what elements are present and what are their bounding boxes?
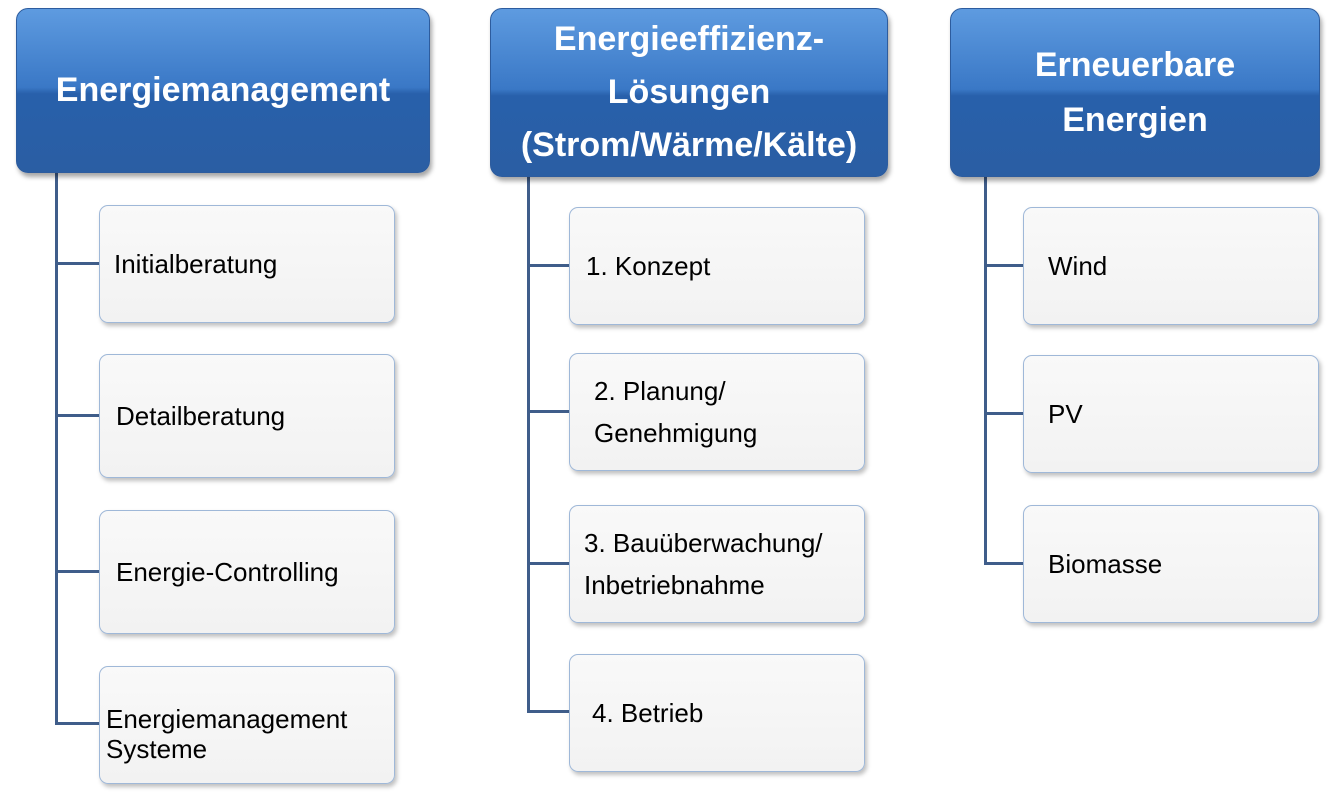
connector-branch xyxy=(984,562,1024,565)
node-betrieb: 4. Betrieb xyxy=(569,654,865,772)
node-konzept: 1. Konzept xyxy=(569,207,865,325)
connector-branch xyxy=(984,264,1024,267)
node-energiemanagement-systeme: Energiemanagement Systeme xyxy=(99,666,395,784)
node-label: Initialberatung xyxy=(114,249,278,279)
node-initialberatung: Initialberatung xyxy=(99,205,395,323)
connector-branch xyxy=(55,722,100,725)
node-bauueberwachung-inbetriebnahme: 3. Bauüberwachung/ Inbetriebnahme xyxy=(569,505,865,623)
node-label: 4. Betrieb xyxy=(592,698,704,728)
node-label: Energiemanagement Systeme xyxy=(106,704,348,764)
node-label: PV xyxy=(1048,399,1083,429)
node-label: 3. Bauüberwachung/ Inbetriebnahme xyxy=(584,528,823,600)
node-label: Detailberatung xyxy=(116,401,286,431)
node-label: Wind xyxy=(1048,251,1108,281)
node-pv: PV xyxy=(1023,355,1319,473)
header-line: Lösungen xyxy=(607,73,771,112)
connector-trunk-energiemanagement xyxy=(55,172,58,725)
connector-branch xyxy=(527,264,570,267)
header-line: Erneuerbare xyxy=(1034,46,1236,85)
node-label: 1. Konzept xyxy=(586,251,711,281)
connector-branch xyxy=(55,414,100,417)
header-erneuerbare-energien: Erneuerbare Energien xyxy=(950,8,1320,177)
connector-trunk-energieeffizienz xyxy=(527,176,530,713)
node-biomasse: Biomasse xyxy=(1023,505,1319,623)
connector-branch xyxy=(527,562,570,565)
connector-branch xyxy=(527,710,570,713)
connector-branch xyxy=(55,262,100,265)
node-planung-genehmigung: 2. Planung/ Genehmigung xyxy=(569,353,865,471)
node-energie-controlling: Energie-Controlling xyxy=(99,510,395,634)
node-label: Biomasse xyxy=(1048,549,1163,579)
node-label: 2. Planung/ Genehmigung xyxy=(594,376,758,448)
node-label: Energie-Controlling xyxy=(116,557,339,587)
header-energieeffizienz: Energieeffizienz- Lösungen (Strom/Wärme/… xyxy=(490,8,888,177)
connector-branch xyxy=(984,412,1024,415)
header-line: Energien xyxy=(1062,100,1208,139)
node-detailberatung: Detailberatung xyxy=(99,354,395,478)
header-energiemanagement: Energiemanagement xyxy=(16,8,430,173)
connector-branch xyxy=(527,410,570,413)
node-wind: Wind xyxy=(1023,207,1319,325)
header-line: Energiemanagement xyxy=(55,71,391,109)
header-line: (Strom/Wärme/Kälte) xyxy=(520,125,858,164)
header-line: Energieeffizienz- xyxy=(553,20,825,59)
connector-trunk-erneuerbare xyxy=(984,176,987,565)
connector-branch xyxy=(55,570,100,573)
